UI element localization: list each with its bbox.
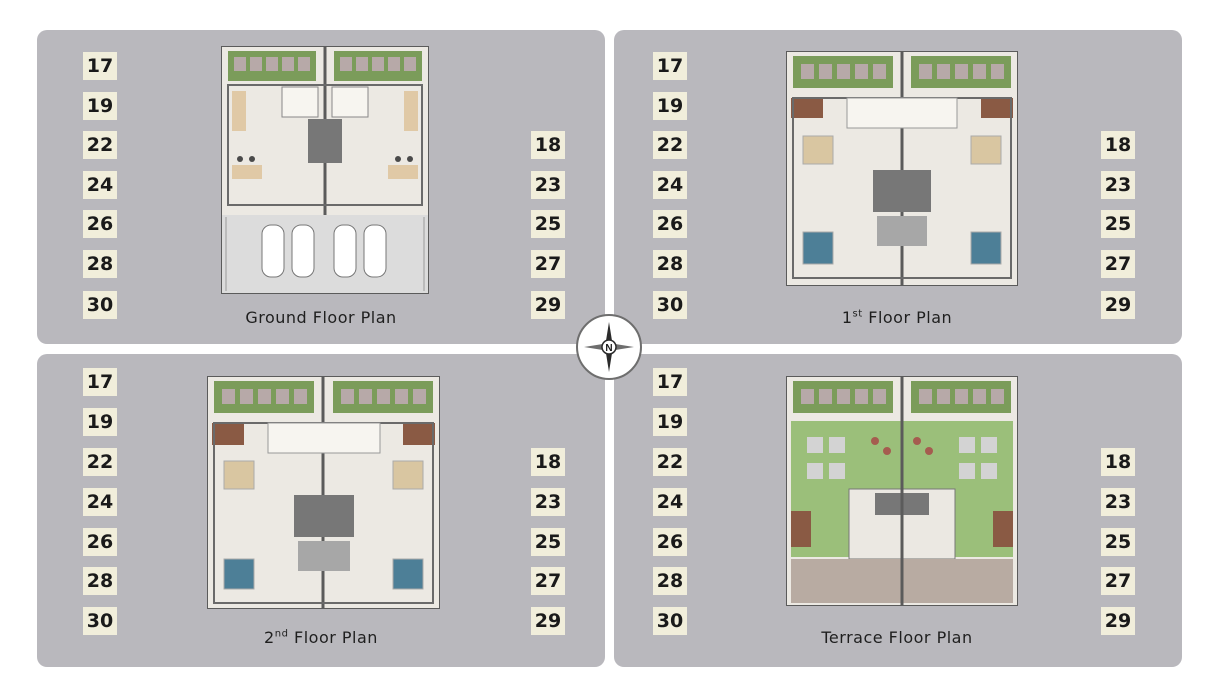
plot-number-tag[interactable]: 19 (653, 92, 687, 120)
plot-number-tag[interactable]: 24 (83, 488, 117, 516)
plot-number-tag[interactable]: 23 (531, 171, 565, 199)
plot-number-tag[interactable]: 30 (83, 291, 117, 319)
plot-number-tag[interactable]: 30 (653, 607, 687, 635)
plot-number-tag[interactable]: 28 (653, 250, 687, 278)
plot-number-tag[interactable]: 23 (1101, 171, 1135, 199)
plot-number-tag[interactable]: 26 (653, 210, 687, 238)
plot-number-tag[interactable]: 29 (1101, 291, 1135, 319)
plot-number-tag[interactable]: 29 (531, 607, 565, 635)
plot-number-tag[interactable]: 22 (653, 131, 687, 159)
terrace-floor-title: Terrace Floor Plan (747, 628, 1047, 647)
second-floor-title: 2nd Floor Plan (171, 628, 471, 647)
plot-number-tag[interactable]: 25 (531, 528, 565, 556)
plot-number-tag[interactable]: 29 (1101, 607, 1135, 635)
plot-number-tag[interactable]: 22 (83, 131, 117, 159)
second-floor-drawing (208, 377, 439, 608)
ground-floor-title: Ground Floor Plan (171, 308, 471, 327)
plot-number-tag[interactable]: 22 (653, 448, 687, 476)
plot-number-tag[interactable]: 25 (1101, 528, 1135, 556)
ground-floor-drawing (222, 47, 428, 293)
plot-number-tag[interactable]: 17 (653, 368, 687, 396)
plot-number-tag[interactable]: 27 (1101, 567, 1135, 595)
plot-number-tag[interactable]: 18 (1101, 448, 1135, 476)
plot-number-tag[interactable]: 25 (531, 210, 565, 238)
terrace-floor-plan-image[interactable] (786, 376, 1018, 606)
plot-number-tag[interactable]: 26 (653, 528, 687, 556)
plot-number-tag[interactable]: 27 (1101, 250, 1135, 278)
plot-number-tag[interactable]: 19 (653, 408, 687, 436)
compass-north-label: N (605, 343, 612, 354)
plot-number-tag[interactable]: 29 (531, 291, 565, 319)
compass-rose-icon: N (584, 322, 634, 372)
plot-number-tag[interactable]: 24 (83, 171, 117, 199)
title-text: 1 (841, 308, 853, 327)
plot-number-tag[interactable]: 30 (83, 607, 117, 635)
plot-number-tag[interactable]: 26 (83, 210, 117, 238)
second-floor-plan-image[interactable] (207, 376, 440, 609)
plot-number-tag[interactable]: 30 (653, 291, 687, 319)
first-floor-title: 1st Floor Plan (747, 308, 1047, 327)
plot-number-tag[interactable]: 19 (83, 408, 117, 436)
plot-number-tag[interactable]: 28 (653, 567, 687, 595)
title-superscript: st (852, 308, 863, 320)
first-floor-plan-image[interactable] (786, 51, 1018, 286)
title-text: Terrace Floor Plan (821, 628, 973, 647)
compass-badge: N (576, 314, 642, 380)
plot-number-tag[interactable]: 17 (83, 368, 117, 396)
plot-number-tag[interactable]: 18 (1101, 131, 1135, 159)
title-text: Ground Floor Plan (245, 308, 397, 327)
title-text: Floor Plan (862, 308, 953, 327)
title-superscript: nd (274, 628, 289, 640)
plot-number-tag[interactable]: 17 (83, 52, 117, 80)
plot-number-tag[interactable]: 22 (83, 448, 117, 476)
plot-number-tag[interactable]: 19 (83, 92, 117, 120)
plot-number-tag[interactable]: 24 (653, 488, 687, 516)
plot-number-tag[interactable]: 28 (83, 567, 117, 595)
ground-floor-plan-image[interactable] (221, 46, 429, 294)
title-text: Floor Plan (288, 628, 378, 647)
plot-number-tag[interactable]: 25 (1101, 210, 1135, 238)
plot-number-tag[interactable]: 27 (531, 250, 565, 278)
plot-number-tag[interactable]: 23 (531, 488, 565, 516)
plot-number-tag[interactable]: 23 (1101, 488, 1135, 516)
plot-number-tag[interactable]: 28 (83, 250, 117, 278)
plot-number-tag[interactable]: 24 (653, 171, 687, 199)
plot-number-tag[interactable]: 18 (531, 131, 565, 159)
plot-number-tag[interactable]: 17 (653, 52, 687, 80)
plot-number-tag[interactable]: 27 (531, 567, 565, 595)
title-text: 2 (264, 628, 275, 647)
terrace-floor-drawing (787, 377, 1017, 605)
first-floor-drawing (787, 52, 1017, 285)
plot-number-tag[interactable]: 18 (531, 448, 565, 476)
plot-number-tag[interactable]: 26 (83, 528, 117, 556)
